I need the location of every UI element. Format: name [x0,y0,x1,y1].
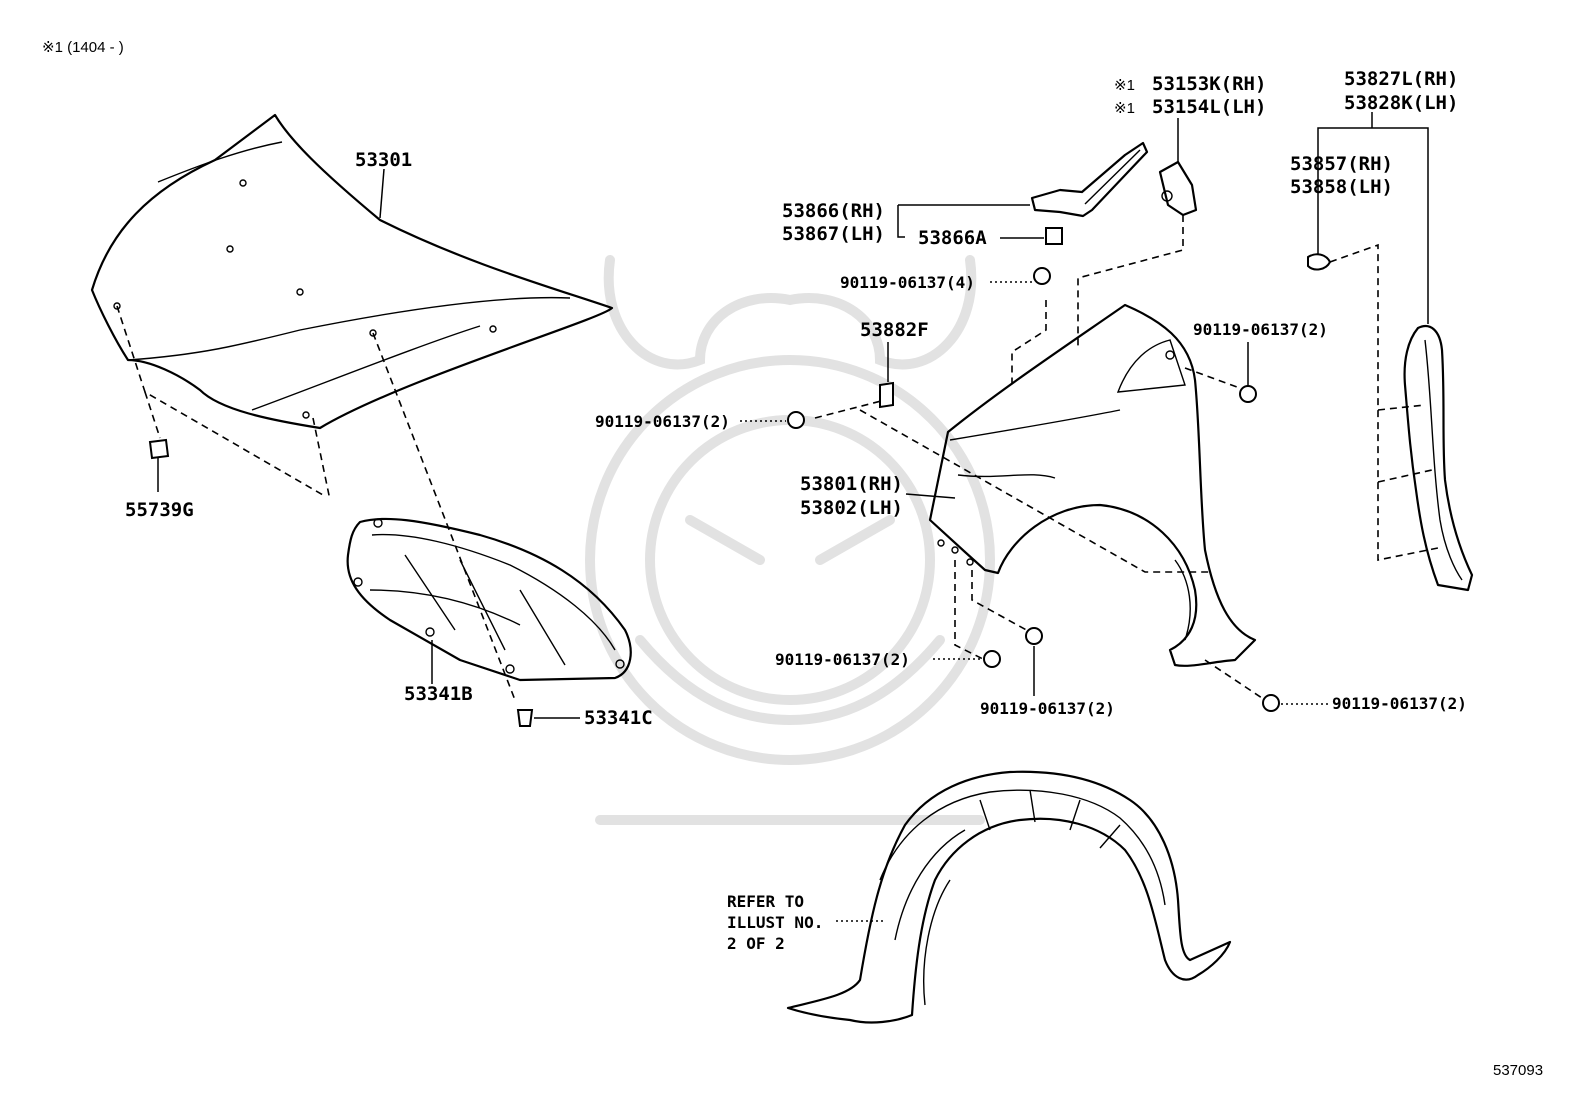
label-seal-lh: 53867(LH) [782,223,885,245]
bolt-bottom-right-part [1262,694,1328,712]
label-bolt-left: 90119-06137(2) [595,412,730,431]
label-bolt-bottom-left: 90119-06137(2) [775,650,910,669]
protector-clip-part [1307,200,1332,271]
seal-clip-part [1000,227,1063,245]
label-protector-clip-lh: 53858(LH) [1290,176,1393,198]
label-hood: 53301 [355,149,412,171]
bolt-top-part [990,267,1051,285]
label-insulator-clip: 53341C [584,707,653,729]
label-seal-rh: 53866(RH) [782,200,885,222]
fender-seal-part [1030,141,1149,218]
insulator-clip-part [516,709,580,727]
fender-liner-part [786,770,1232,1024]
front-fender-part [928,303,1257,667]
label-bracket-53882f: 53882F [860,319,929,341]
header-note: ※1 (1404 - ) [42,39,124,56]
label-bolt-top: 90119-06137(4) [840,273,975,292]
hood-panel [90,113,614,430]
bracket-53882f-part [879,342,894,409]
label-rear-seal-lh: 53154L(LH) [1152,96,1266,118]
label-seal-clip: 53866A [918,227,987,249]
rear-seal-mark-lh: ※1 [1114,100,1135,117]
watermark-emblem [585,255,995,825]
bolt-right-part [1239,342,1257,403]
fender-protector-part [1403,324,1474,592]
label-liner-ref-3: 2 OF 2 [727,934,785,953]
label-liner-ref-1: REFER TO [727,892,804,911]
label-protector-lh: 53828K(LH) [1344,92,1458,114]
hood-cushion-part [148,438,170,492]
rear-seal-part [1158,118,1198,217]
label-bolt-bottom-right: 90119-06137(2) [1332,694,1467,713]
hood-insulator-part [346,517,632,682]
label-liner-ref-2: ILLUST NO. [727,913,823,932]
label-rear-seal-rh: 53153K(RH) [1152,73,1266,95]
bolt-bottom-mid-part [1025,627,1043,696]
label-protector-rh: 53827L(RH) [1344,68,1458,90]
label-fender-rh: 53801(RH) [800,473,903,495]
label-hood-cushion: 55739G [125,499,194,521]
label-fender-lh: 53802(LH) [800,497,903,519]
bolt-bottom-left-part [933,650,1001,668]
diagram-number: 537093 [1493,1062,1543,1079]
label-hood-insulator: 53341B [404,683,473,705]
bolt-left-part [740,411,805,429]
label-protector-clip-rh: 53857(RH) [1290,153,1393,175]
label-bolt-right: 90119-06137(2) [1193,320,1328,339]
rear-seal-mark-rh: ※1 [1114,77,1135,94]
label-bolt-bottom-mid: 90119-06137(2) [980,699,1115,718]
